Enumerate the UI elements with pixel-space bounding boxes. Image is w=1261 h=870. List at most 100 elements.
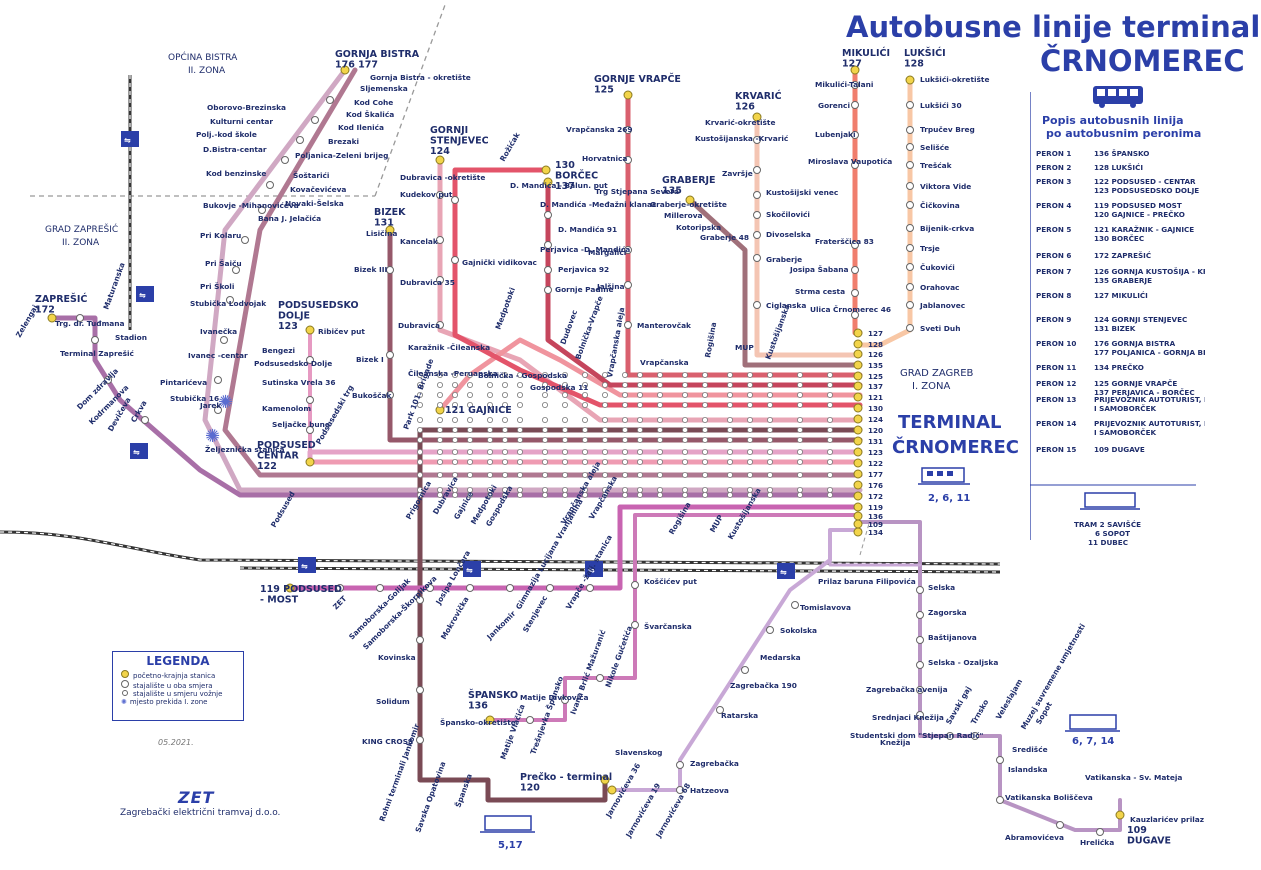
legend-item-oneway: stajalište u smjeru vožnje xyxy=(121,690,243,698)
trunk-stop xyxy=(452,382,457,387)
stop-label: Viktora Vide xyxy=(920,182,971,191)
peron-line: PRIJEVOZNIK AUTOTURIST, PRESEČKI xyxy=(1094,395,1205,404)
trunk-stop xyxy=(767,492,772,497)
peron-rows: PERON 1136 ŠPANSKOPERON 2128 LUKŠIĆIPERO… xyxy=(1036,149,1205,454)
stop-label: Maturanska xyxy=(101,261,126,310)
peron-label: PERON 15 xyxy=(1036,445,1076,454)
zet-logo: ZET xyxy=(178,788,214,807)
trunk-stop xyxy=(542,449,547,454)
trunk-stop xyxy=(487,472,492,477)
peron-line: 136 ŠPANSKO xyxy=(1094,149,1149,158)
stop-label: Završje xyxy=(722,169,753,178)
trunk-stop xyxy=(602,382,607,387)
trunk-stop xyxy=(797,459,802,464)
trunk-stop xyxy=(622,392,627,397)
trunk-stop xyxy=(702,402,707,407)
panel-heading-2: po autobusnim peronima xyxy=(1046,127,1201,140)
trunk-stop xyxy=(727,487,732,492)
trunk-stop xyxy=(417,417,422,422)
stop-label: Hrelićka xyxy=(1080,838,1114,847)
stop-label: Bizek III xyxy=(354,265,387,274)
stop-label: Šoštarići xyxy=(293,171,329,180)
peron-line: PRIJEVOZNIK AUTOTURIST, PRESEČKI xyxy=(1094,419,1205,428)
trunk-stop xyxy=(767,427,772,432)
trunk-stop xyxy=(657,437,662,442)
trunk-stop xyxy=(797,372,802,377)
trunk-stop xyxy=(487,392,492,397)
header-gornje-vrapce: GORNJE VRAPČE xyxy=(594,73,681,85)
panel-tram-icon xyxy=(1080,493,1140,509)
stop-label: Željeznička stanica xyxy=(205,445,285,454)
trunk-stop xyxy=(657,492,662,497)
trunk-stop xyxy=(747,449,752,454)
stop-label: Sutinska Vrela 36 xyxy=(262,378,336,387)
peron-line: 126 GORNJA KUSTOŠIJA - KRVARIĆ xyxy=(1094,267,1205,276)
trunk-stop xyxy=(517,437,522,442)
trunk-stop xyxy=(602,392,607,397)
trunk-stop xyxy=(767,459,772,464)
stop-label: Ivanec -centar xyxy=(188,351,248,360)
stop-label: Kovinska xyxy=(378,653,416,662)
peron-label: PERON 13 xyxy=(1036,395,1076,404)
zone-bistra-1: OPĆINA BISTRA xyxy=(168,51,238,63)
stop-label: Bolnička-Vrapče xyxy=(573,295,604,361)
stop-label: Graberje-okretište xyxy=(650,200,727,209)
trunk-stop xyxy=(827,417,832,422)
trunk-stop xyxy=(437,392,442,397)
trunk-stop xyxy=(562,392,567,397)
trunk-stop xyxy=(702,372,707,377)
stop-label: Lukšići 30 xyxy=(920,101,962,110)
trunk-stop xyxy=(502,459,507,464)
peron-label: PERON 11 xyxy=(1036,363,1076,372)
legend-text-1: stajalište u oba smjera xyxy=(133,682,213,690)
trunk-stop xyxy=(602,437,607,442)
header-podsused-most: - MOST xyxy=(260,595,299,606)
trunk-stop xyxy=(702,492,707,497)
trunk-stop xyxy=(657,372,662,377)
trunk-stop xyxy=(542,472,547,477)
route-number-137: 137 xyxy=(868,382,883,391)
trunk-stop xyxy=(767,449,772,454)
trunk-stop xyxy=(682,449,687,454)
stop-label: Kustošijanska -Krvarić xyxy=(695,134,789,143)
header-bizek: BIZEK xyxy=(374,207,406,218)
trunk-stop xyxy=(797,427,802,432)
stop-label: Dubravica 35 xyxy=(400,278,455,287)
route-number-135: 135 xyxy=(868,361,883,370)
route-number-176: 176 xyxy=(868,481,883,490)
trunk-stop xyxy=(582,449,587,454)
header-podsused-centar: 122 xyxy=(257,461,277,472)
stop-label: Rogišina xyxy=(703,322,718,359)
legend-title: LEGENDA xyxy=(113,654,243,668)
stop-label: Trpučev Breg xyxy=(920,125,975,134)
trunk-stop xyxy=(827,437,832,442)
stop-label: Poljanica-Zeleni brijeg xyxy=(295,151,388,160)
trunk-stop xyxy=(747,427,752,432)
peron-line: 125 GORNJE VRAPČE xyxy=(1094,379,1177,388)
trunk-stop xyxy=(622,382,627,387)
tram-studentski-label: 6, 7, 14 xyxy=(1072,736,1114,747)
svg-text:⇋: ⇋ xyxy=(133,448,140,457)
trunk-stop xyxy=(747,402,752,407)
stop-label: Kustošijski venec xyxy=(766,188,838,197)
trunk-stop xyxy=(682,487,687,492)
peron-label: PERON 9 xyxy=(1036,315,1071,324)
header-gajnice: 121 GAJNICE xyxy=(445,405,512,416)
stop-label: Rožićak xyxy=(498,130,522,163)
route-number-134: 134 xyxy=(868,528,883,537)
stop-label: Podsusedsko Dolje xyxy=(254,359,332,368)
trunk-stop xyxy=(622,472,627,477)
trunk-stop xyxy=(637,382,642,387)
stop-label: Čičkovina xyxy=(920,201,960,210)
stop-label: Vrapčanska 269 xyxy=(566,125,633,134)
peron-label: PERON 5 xyxy=(1036,225,1071,234)
zone-zapresic-2: II. ZONA xyxy=(62,238,100,248)
stop-label: Kotoripska xyxy=(676,223,721,232)
stop-label: Zagorska xyxy=(928,608,967,617)
trunk-stop xyxy=(827,402,832,407)
panel-tram-3: 11 DUBEC xyxy=(1088,538,1128,547)
stop-label: Ulica Črnomerec 46 xyxy=(810,305,891,314)
trunk-stop xyxy=(727,437,732,442)
stop-label: Bijenik-crkva xyxy=(920,224,974,233)
svg-text:⇋: ⇋ xyxy=(301,562,308,571)
